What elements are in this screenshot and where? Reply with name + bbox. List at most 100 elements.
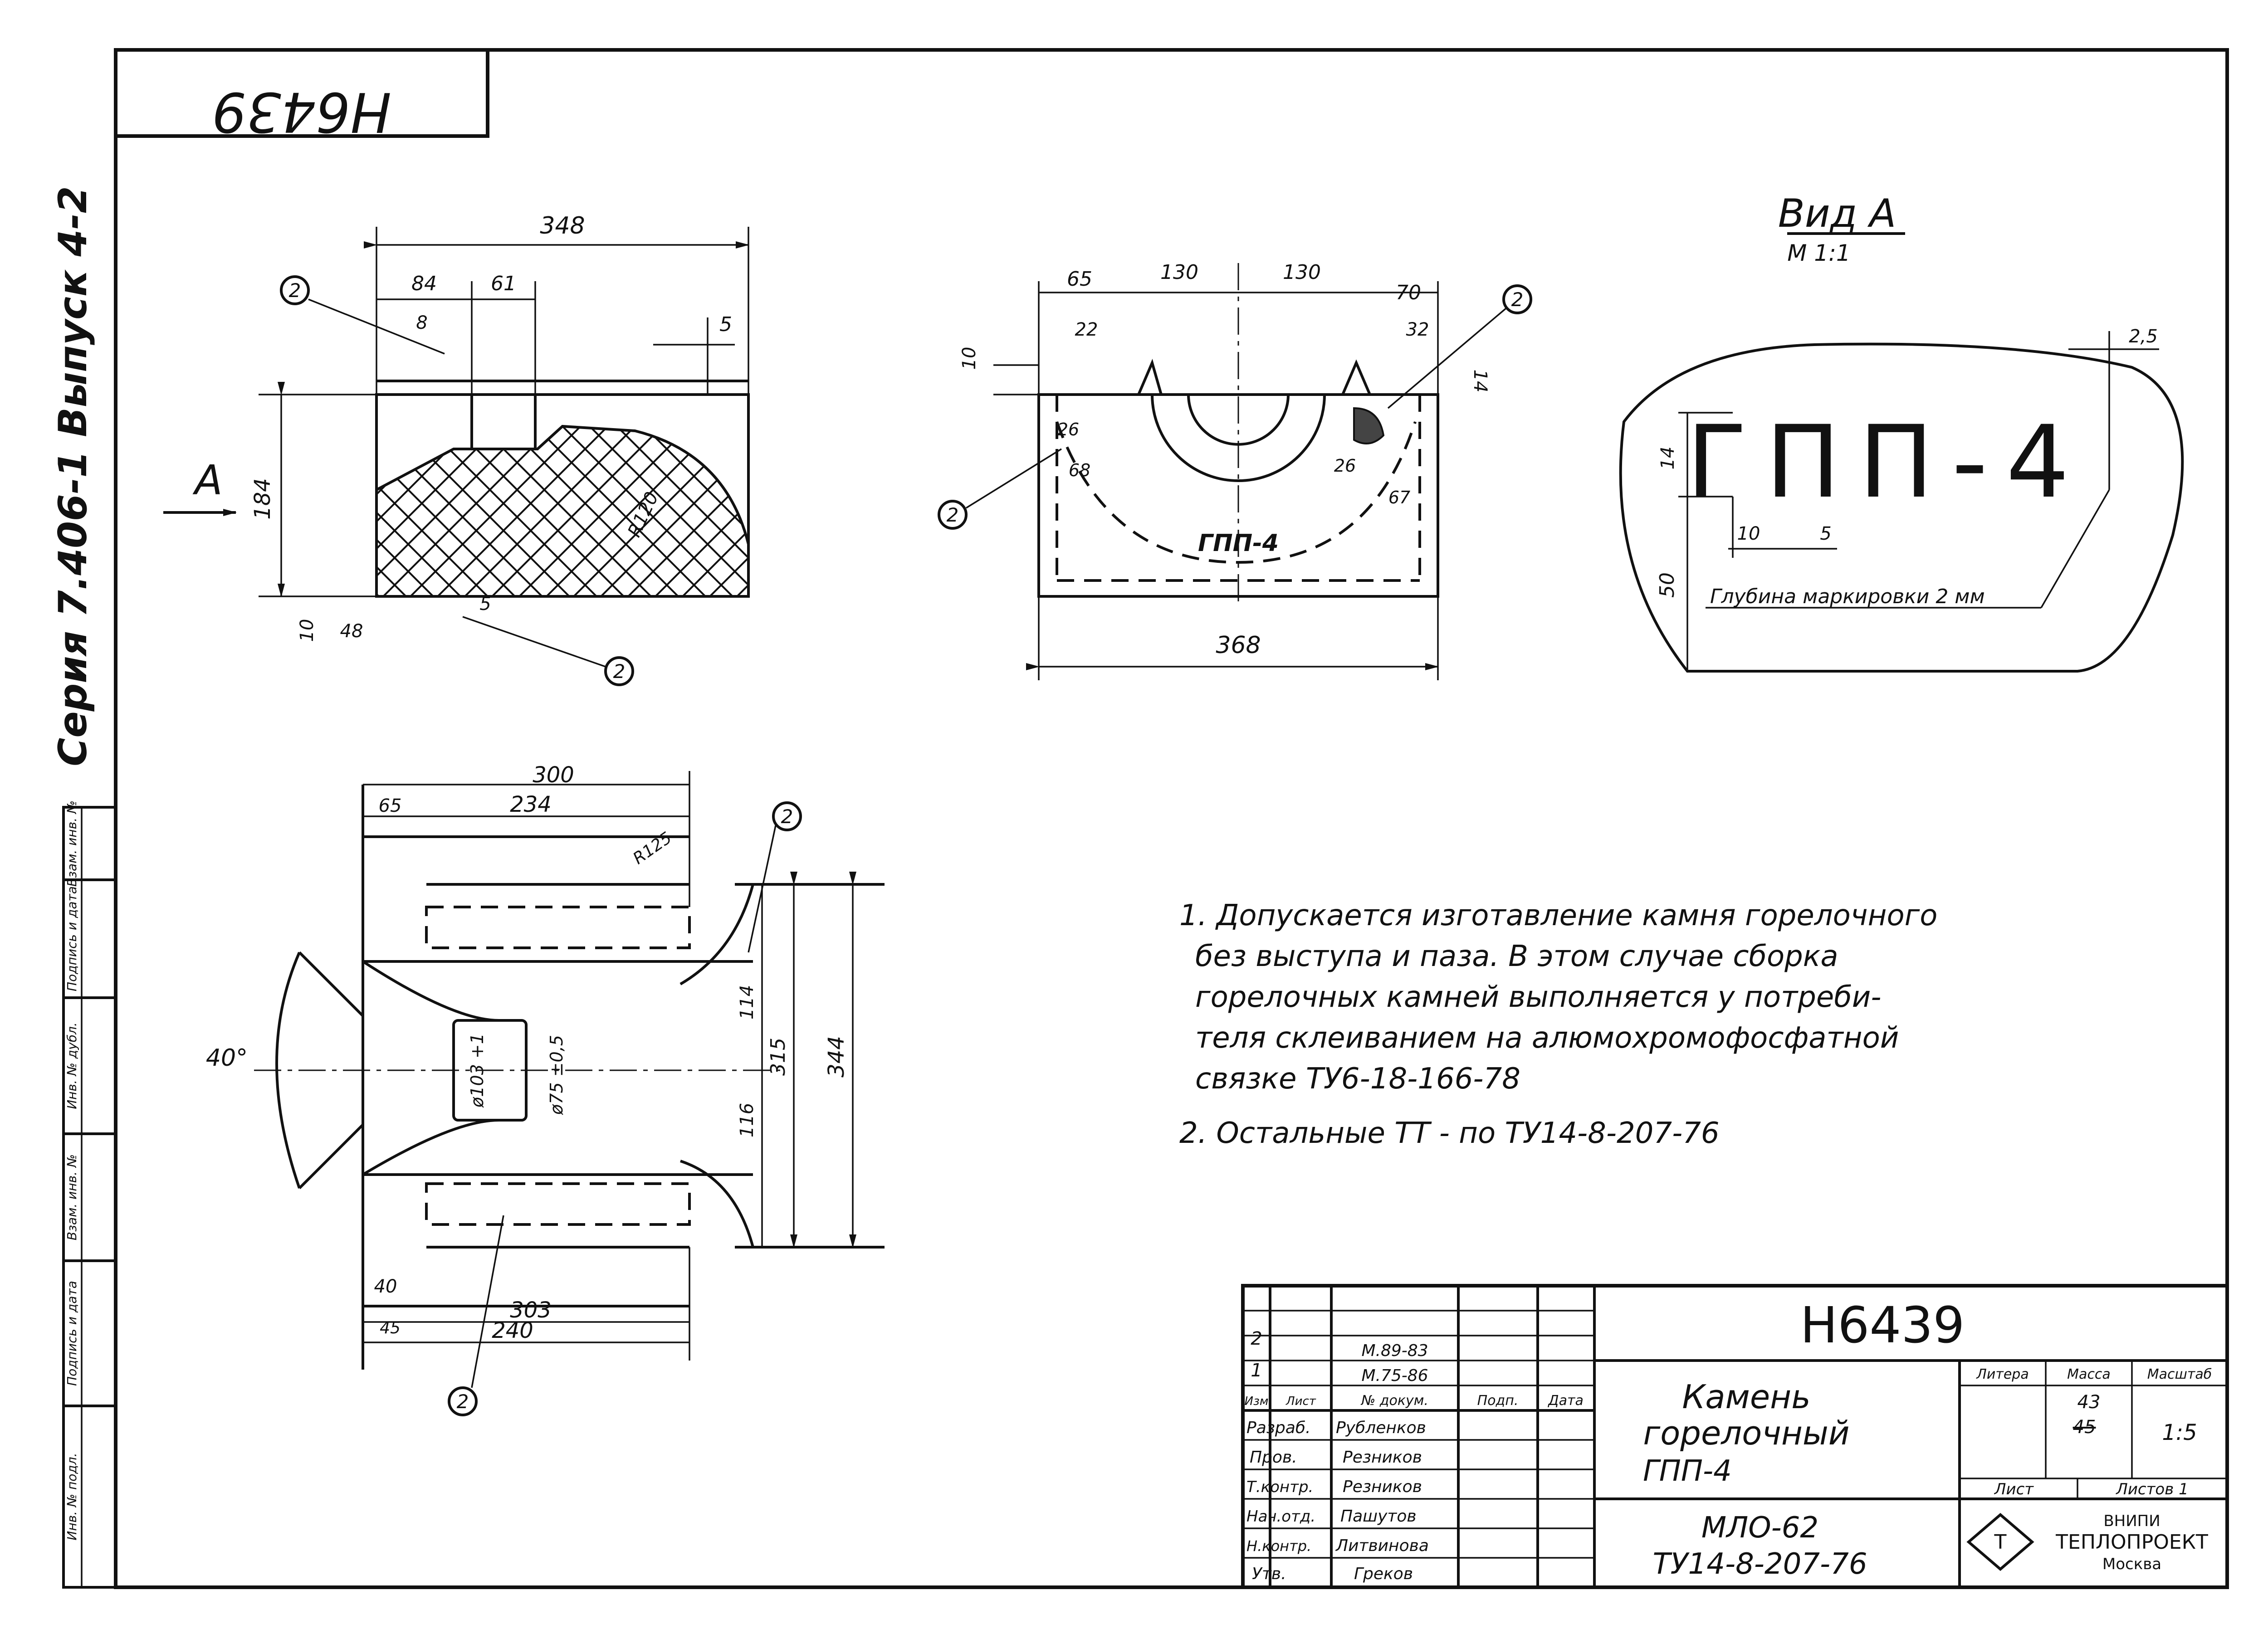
arrow-label-a: А <box>192 457 223 504</box>
role-2: Пров. <box>1250 1448 1297 1467</box>
dim-315: 315 <box>767 1038 790 1076</box>
dim-65-top: 65 <box>379 795 402 816</box>
hdr-izm: Изм <box>1245 1395 1269 1408</box>
front-view: ГПП-4 65 130 130 70 22 32 10 14 26 68 26… <box>938 261 1532 680</box>
view-a: Вид А М 1:1 ГПП-4 14 50 10 5 2,5 Глубина… <box>1619 191 2184 673</box>
role-4: Нач.отд. <box>1246 1507 1315 1526</box>
dim-14a: 14 <box>1657 447 1678 470</box>
doc-number-rotated: Н6439 <box>212 80 391 143</box>
view-a-title: Вид А <box>1778 191 1897 236</box>
callout-2-c-text: 2 <box>947 504 959 526</box>
sheet-label: Лист <box>1994 1480 2034 1498</box>
angle-40: 40° <box>206 1044 248 1072</box>
dim-114: 114 <box>737 985 758 1019</box>
col-massa: Масса <box>2067 1366 2111 1382</box>
name-6: Греков <box>1354 1565 1413 1583</box>
margin-field-1: Взам. инв. № <box>64 800 79 887</box>
dim-130b: 130 <box>1283 261 1321 284</box>
dim-65: 65 <box>1067 268 1092 291</box>
dim-10a: 10 <box>1737 523 1760 544</box>
dim-240: 240 <box>492 1318 533 1343</box>
hdr-doc: № докум. <box>1360 1393 1428 1409</box>
dim-22: 22 <box>1075 319 1098 340</box>
dim-234: 234 <box>510 792 552 817</box>
note-line-4: теля склеиванием на алюмохромофосфатной <box>1195 1021 1899 1055</box>
dim-10: 10 <box>297 619 318 642</box>
depth-note: Глубина маркировки 2 мм <box>1710 585 1985 608</box>
dim-5a: 5 <box>1820 523 1831 544</box>
col-litera: Литера <box>1976 1366 2028 1382</box>
title-name-2: горелочный <box>1643 1414 1849 1452</box>
dim-303: 303 <box>510 1297 552 1323</box>
dim-70: 70 <box>1396 281 1421 304</box>
margin-field-2: Подпись и дата <box>64 886 79 991</box>
hdr-date: Дата <box>1547 1393 1584 1409</box>
dim-r125: R125 <box>630 829 675 868</box>
org-line-3: Москва <box>2102 1555 2161 1573</box>
name-3: Резников <box>1343 1478 1422 1496</box>
dim-d103: ø103 +1 <box>467 1033 487 1108</box>
title-block: 2 М.89-83 1 М.75-86 Изм Лист № докум. По… <box>1241 1284 2229 1589</box>
stone-outline <box>1619 342 2184 673</box>
callout-2-b <box>604 656 634 686</box>
hatched-section <box>375 424 750 598</box>
title-material-2: ТУ14-8-207-76 <box>1652 1547 1867 1581</box>
org-line-1: ВНИПИ <box>2103 1512 2160 1530</box>
margin-table: Взам. инв. № Подпись и дата Инв. № дубл.… <box>62 800 117 1589</box>
note-line-1: 1. Допускается изготавление камня горело… <box>1179 899 1937 932</box>
rev-doc-2: М.75-86 <box>1361 1366 1428 1385</box>
massa-old: 45 <box>2073 1417 2096 1438</box>
dim-10: 10 <box>959 347 980 370</box>
role-6: Утв. <box>1252 1565 1286 1583</box>
doc-number-box <box>114 48 489 138</box>
dim-184: 184 <box>250 478 275 520</box>
dim-368: 368 <box>1216 632 1261 659</box>
dim-26b: 26 <box>1334 456 1356 476</box>
note-line-6: 2. Остальные ТТ - по ТУ14-8-207-76 <box>1179 1117 1720 1150</box>
role-5: Н.контр. <box>1246 1537 1311 1555</box>
dim-300: 300 <box>533 762 574 788</box>
margin-field-5: Подпись и дата <box>64 1281 79 1386</box>
callout-2-e-text: 2 <box>781 805 793 828</box>
title-name-1: Камень <box>1682 1378 1810 1416</box>
note-line-3: горелочных камней выполняется у потреби- <box>1195 980 1881 1014</box>
rev-izm-2: 1 <box>1251 1360 1262 1381</box>
dim-14: 14 <box>1470 370 1491 393</box>
callout-2-c <box>938 500 968 530</box>
org-logo: Т <box>1966 1513 2034 1571</box>
name-5: Литвинова <box>1335 1536 1429 1555</box>
callout-2-f <box>448 1386 478 1416</box>
center-arch <box>1150 393 1326 482</box>
notes: 1. Допускается изготавление камня горело… <box>1179 899 1937 1150</box>
callout-2-d <box>1502 284 1532 314</box>
dim-5: 5 <box>719 313 732 336</box>
dim-130a: 130 <box>1160 261 1198 284</box>
dim-8: 8 <box>416 312 427 333</box>
svg-text:Т: Т <box>1994 1531 2007 1554</box>
front-mark: ГПП-4 <box>1198 530 1279 557</box>
plan-view: 40° ø103 +1 ø75 ±0,5 300 234 65 R125 114… <box>206 762 885 1416</box>
margin-field-4: Взам. инв. № <box>64 1154 79 1240</box>
role-3: Т.контр. <box>1246 1478 1313 1496</box>
callout-2-a-text: 2 <box>289 279 301 302</box>
margin-field-3: Инв. № дубл. <box>64 1022 79 1109</box>
dim-32: 32 <box>1406 319 1429 340</box>
title-doc-number: Н6439 <box>1800 1296 1965 1354</box>
dim-344: 344 <box>824 1036 849 1078</box>
title-material-1: МЛО-62 <box>1701 1511 1818 1545</box>
dim-d75: ø75 ±0,5 <box>547 1035 567 1115</box>
sheets-label: Листов 1 <box>2115 1480 2188 1498</box>
rev-doc-1: М.89-83 <box>1361 1341 1428 1360</box>
series-label: Серия 7.406-1 Выпуск 4-2 <box>50 186 96 766</box>
name-2: Резников <box>1343 1448 1422 1467</box>
dim-5b: 5 <box>479 594 491 615</box>
col-masshtab: Масштаб <box>2147 1366 2212 1382</box>
massa-new: 43 <box>2077 1392 2101 1413</box>
dim-116: 116 <box>737 1103 758 1137</box>
dim-61: 61 <box>491 272 516 295</box>
dim-40: 40 <box>374 1276 397 1297</box>
rev-izm-1: 2 <box>1251 1328 1262 1349</box>
org-line-2: ТЕПЛОПРОЕКТ <box>2055 1531 2208 1554</box>
dim-68: 68 <box>1069 460 1090 480</box>
callout-2-d-text: 2 <box>1511 288 1524 311</box>
